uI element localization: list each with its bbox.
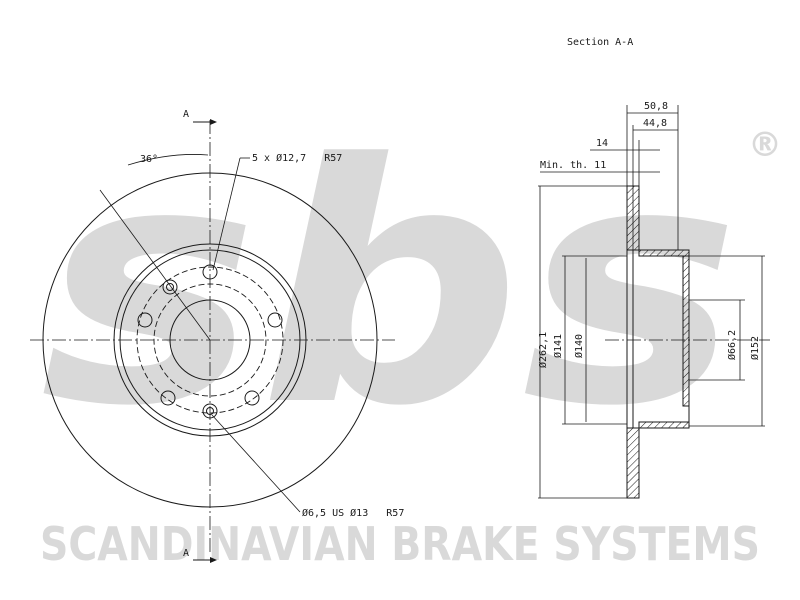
sbs-watermark-logo: sbs bbox=[40, 94, 740, 478]
front-view: A A 36° 5 x Ø12,7 R57 Ø6,5 US Ø13 R57 bbox=[30, 109, 404, 563]
watermark-logo-text: sbs bbox=[40, 94, 740, 478]
section-title: Section A-A bbox=[567, 37, 633, 48]
friction-ring-bottom bbox=[626, 427, 640, 499]
registered-mark-icon: ® bbox=[748, 125, 782, 165]
section-marker-bottom: A bbox=[183, 548, 189, 559]
disc-inner-edge bbox=[626, 249, 634, 429]
bolt-hole bbox=[267, 312, 283, 328]
dimension-overall-width: 50,8 bbox=[644, 101, 668, 112]
small-hole bbox=[166, 283, 174, 291]
dimension-hat-width: 44,8 bbox=[643, 118, 667, 129]
section-arrow-head-top bbox=[210, 119, 217, 125]
small-holes-label: Ø6,5 US Ø13 R57 bbox=[302, 507, 404, 519]
hat-wall-top bbox=[638, 249, 690, 257]
dimension-diameter-141: Ø141 bbox=[552, 334, 564, 358]
dimension-diameter-140: Ø140 bbox=[573, 334, 585, 358]
hat-face bbox=[682, 255, 690, 407]
dimension-min-thickness: Min. th. 11 bbox=[540, 160, 606, 171]
hat-wall-bottom bbox=[638, 421, 690, 429]
bolt-holes-label: 5 x Ø12,7 R57 bbox=[252, 152, 342, 164]
bolt-hole bbox=[137, 312, 153, 328]
section-marker-top: A bbox=[183, 109, 189, 120]
angle-label: 36° bbox=[140, 154, 158, 165]
small-hole-leader bbox=[211, 414, 301, 513]
bolt-hole-leader bbox=[212, 157, 241, 271]
watermark-brand-name: SCANDINAVIAN BRAKE SYSTEMS bbox=[40, 517, 760, 571]
dimension-hat-diameter: Ø152 bbox=[749, 336, 761, 360]
bolt-hole bbox=[244, 390, 260, 406]
bolt-hole bbox=[160, 390, 176, 406]
section-arrow-head-bottom bbox=[210, 557, 217, 563]
section-view: Section A-A 50,8 44,8 14 Min. th. 11 Ø26… bbox=[537, 37, 770, 499]
small-hole-counterbore bbox=[162, 279, 178, 295]
angle-ray bbox=[99, 189, 211, 341]
dimension-outer-diameter: Ø262,1 bbox=[537, 332, 549, 368]
angle-arc bbox=[127, 154, 209, 166]
dimension-disc-thickness: 14 bbox=[596, 138, 608, 149]
dimension-center-bore: Ø66,2 bbox=[726, 330, 738, 360]
